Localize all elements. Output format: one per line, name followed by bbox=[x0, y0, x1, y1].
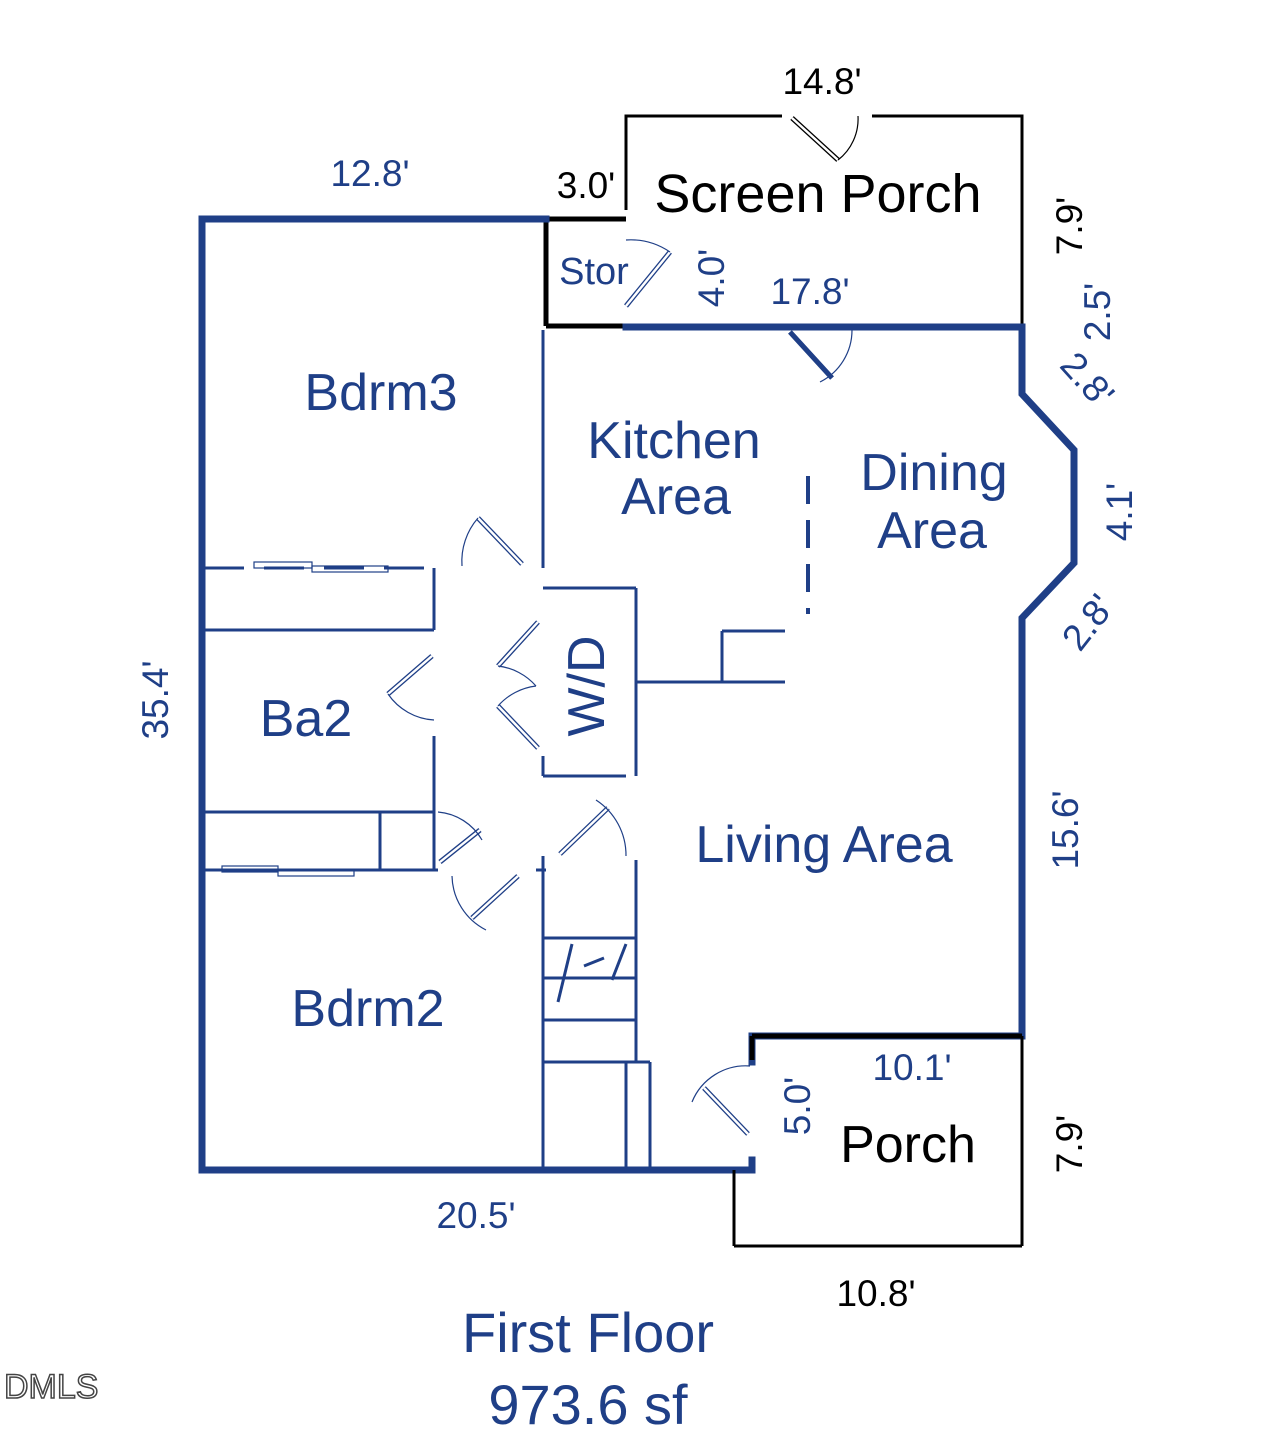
dim-right-upper: 2.5' bbox=[1077, 283, 1118, 342]
dim-screen-porch-right: 7.9' bbox=[1049, 197, 1090, 256]
dim-bay-lower: 2.8' bbox=[1054, 587, 1122, 658]
ba2-label: Ba2 bbox=[260, 690, 353, 748]
stor-label: Stor bbox=[559, 251, 629, 293]
screen-porch-label: Screen Porch bbox=[654, 164, 981, 224]
dining-label-line2: Area bbox=[877, 502, 987, 560]
dim-bdrm3-top: 12.8' bbox=[330, 153, 409, 194]
dim-porch-bottom: 10.8' bbox=[836, 1273, 915, 1314]
dining-label-line1: Dining bbox=[860, 444, 1007, 502]
dim-porch-inner-top: 10.1' bbox=[872, 1047, 951, 1088]
interior-walls bbox=[204, 330, 810, 1168]
room-labels: Screen Porch Stor Bdrm3 Kitchen Area Din… bbox=[260, 164, 1008, 1174]
floor-area: 973.6 sf bbox=[488, 1373, 688, 1436]
dim-bay-upper: 2.8' bbox=[1052, 344, 1122, 415]
dim-right-lower: 15.6' bbox=[1045, 790, 1086, 869]
dim-dining-top: 17.8' bbox=[770, 271, 849, 312]
screen-porch-outline bbox=[543, 114, 1024, 329]
kitchen-label-line2: Area bbox=[621, 468, 731, 526]
kitchen-label-line1: Kitchen bbox=[587, 412, 760, 470]
dim-bay-middle: 4.1' bbox=[1099, 483, 1140, 542]
dim-left-side: 35.4' bbox=[135, 660, 176, 739]
bdrm2-label: Bdrm2 bbox=[291, 980, 444, 1038]
dim-stor-side: 4.0' bbox=[691, 249, 732, 308]
doors bbox=[386, 239, 853, 1136]
floor-title: First Floor bbox=[462, 1301, 714, 1364]
dim-stor-top: 3.0' bbox=[557, 165, 616, 206]
wd-label: W/D bbox=[558, 635, 616, 736]
living-area-label: Living Area bbox=[695, 816, 952, 874]
bdrm3-label: Bdrm3 bbox=[304, 364, 457, 422]
dim-bottom-left: 20.5' bbox=[436, 1195, 515, 1236]
porch-label: Porch bbox=[840, 1116, 976, 1174]
porch-outline bbox=[732, 1033, 1024, 1248]
dimension-labels: 14.8' 12.8' 3.0' 7.9' 4.0' 17.8' 2.5' 2.… bbox=[135, 61, 1140, 1314]
dim-porch-entry: 5.0' bbox=[777, 1077, 818, 1136]
plan-title: First Floor 973.6 sf bbox=[462, 1301, 714, 1436]
dim-porch-right: 7.9' bbox=[1049, 1115, 1090, 1174]
dmls-watermark: DMLS bbox=[4, 1368, 98, 1406]
dim-screen-porch-top: 14.8' bbox=[782, 61, 861, 102]
